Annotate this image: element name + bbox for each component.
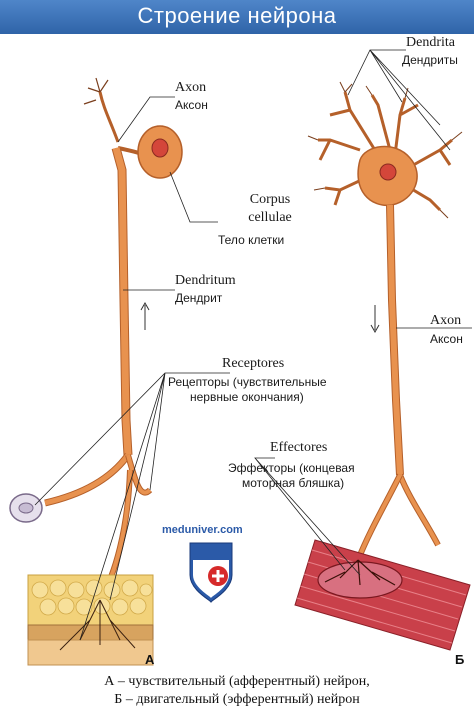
skin-tissue (27, 574, 154, 666)
sensory-neuron (44, 77, 183, 602)
axon-top-label: Axon (175, 80, 207, 95)
panel-b-letter: Б (455, 652, 465, 667)
motor-neuron (307, 81, 463, 562)
muscle-tissue (294, 539, 471, 651)
shield-icon (189, 542, 233, 604)
caption-line-1: А – чувствительный (афферентный) нейрон, (104, 674, 370, 689)
corpus-label-1: Corpus (249, 192, 291, 207)
effectores-label: Effectores (270, 440, 328, 455)
page-title: Строение нейрона (137, 3, 337, 28)
caption-line-2: Б – двигательный (эфферентный) нейрон (114, 692, 360, 707)
axon-right-label: Axon (430, 313, 462, 328)
dendrita-label-ru: Дендриты (402, 53, 458, 67)
corpus-label-2: cellulae (248, 210, 292, 225)
sensory-nucleus (151, 138, 169, 158)
axon-right-label-ru: Аксон (430, 332, 463, 346)
motor-nucleus (379, 163, 397, 181)
panel-a-letter: А (145, 652, 155, 667)
axon-top-label-ru: Аксон (175, 98, 208, 112)
dendrita-label: Dendrita (406, 35, 455, 50)
leader-lines (34, 49, 472, 641)
corpus-label-ru: Тело клетки (218, 233, 285, 247)
effectores-label-ru-1: Эффекторы (концевая (228, 461, 355, 475)
receptores-label-ru-1: Рецепторы (чувствительные (168, 375, 327, 389)
effectores-label-ru-2: моторная бляшка) (242, 476, 345, 490)
dendritum-label: Dendritum (175, 273, 236, 288)
title-bar (0, 0, 474, 34)
receptores-label-ru-2: нервные окончания) (190, 390, 304, 404)
dendritum-label-ru: Дендрит (175, 291, 223, 305)
watermark-text: meduniver.com (162, 524, 243, 536)
receptores-label: Receptores (222, 356, 285, 371)
